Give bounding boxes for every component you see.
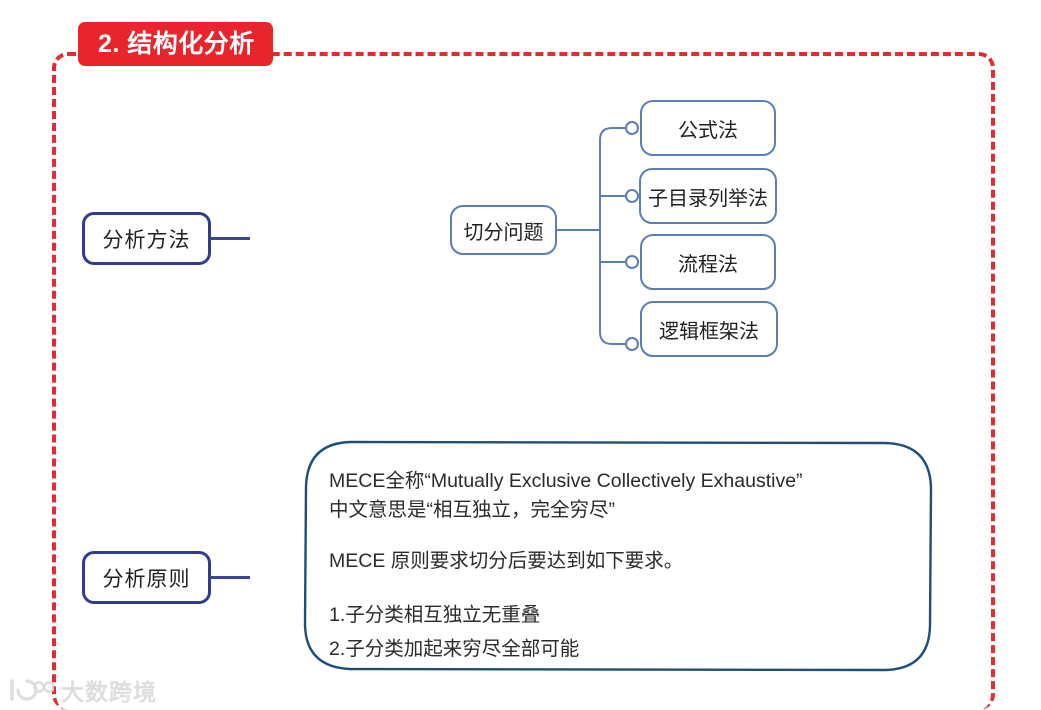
- category-label-principle: 分析原则: [102, 567, 191, 591]
- category-label-method: 分析方法: [102, 228, 191, 252]
- mece-panel-outline: [303, 440, 933, 672]
- mindmap-branch-node: 子目录列举法: [639, 168, 777, 224]
- watermark: 大数跨境: [8, 673, 157, 707]
- category-box-principle: 分析原则: [82, 551, 211, 604]
- mindmap-center-label: 切分问题: [463, 221, 544, 244]
- watermark-label: 大数跨境: [61, 679, 157, 705]
- mece-line-1: MECE全称“Mutually Exclusive Collectively E…: [329, 470, 803, 492]
- mece-spacer: [329, 525, 909, 547]
- mece-line-3: MECE 原则要求切分后要达到如下要求。: [329, 550, 684, 572]
- mindmap-branch-label: 逻辑框架法: [659, 320, 759, 343]
- section-frame: [52, 52, 995, 710]
- category-box-method: 分析方法: [82, 212, 211, 265]
- mece-requirement-2: 2.子分类加起来穷尽全部可能: [329, 638, 580, 660]
- dashukuajing-logo-icon: [10, 679, 54, 701]
- category-connector-method: [211, 237, 250, 240]
- mece-requirement-1: 1.子分类相互独立无重叠: [329, 604, 541, 626]
- mindmap-center-node: 切分问题: [450, 205, 557, 255]
- mindmap-branch-label: 子目录列举法: [648, 187, 768, 210]
- mece-line-2: 中文意思是“相互独立，完全穷尽”: [329, 499, 615, 521]
- mece-text-content: MECE全称“Mutually Exclusive Collectively E…: [329, 467, 909, 666]
- mindmap-branch-node: 流程法: [640, 234, 776, 290]
- mindmap-branch-node: 逻辑框架法: [640, 301, 778, 357]
- mindmap-branch-label: 公式法: [678, 119, 738, 142]
- section-badge: 2. 结构化分析: [78, 22, 273, 66]
- section-badge-label: 2. 结构化分析: [98, 29, 255, 58]
- mindmap-branch-node: 公式法: [640, 100, 776, 156]
- mece-panel: MECE全称“Mutually Exclusive Collectively E…: [303, 440, 933, 672]
- category-connector-principle: [211, 576, 250, 579]
- mece-spacer: [329, 576, 909, 598]
- mindmap-branch-label: 流程法: [678, 253, 738, 276]
